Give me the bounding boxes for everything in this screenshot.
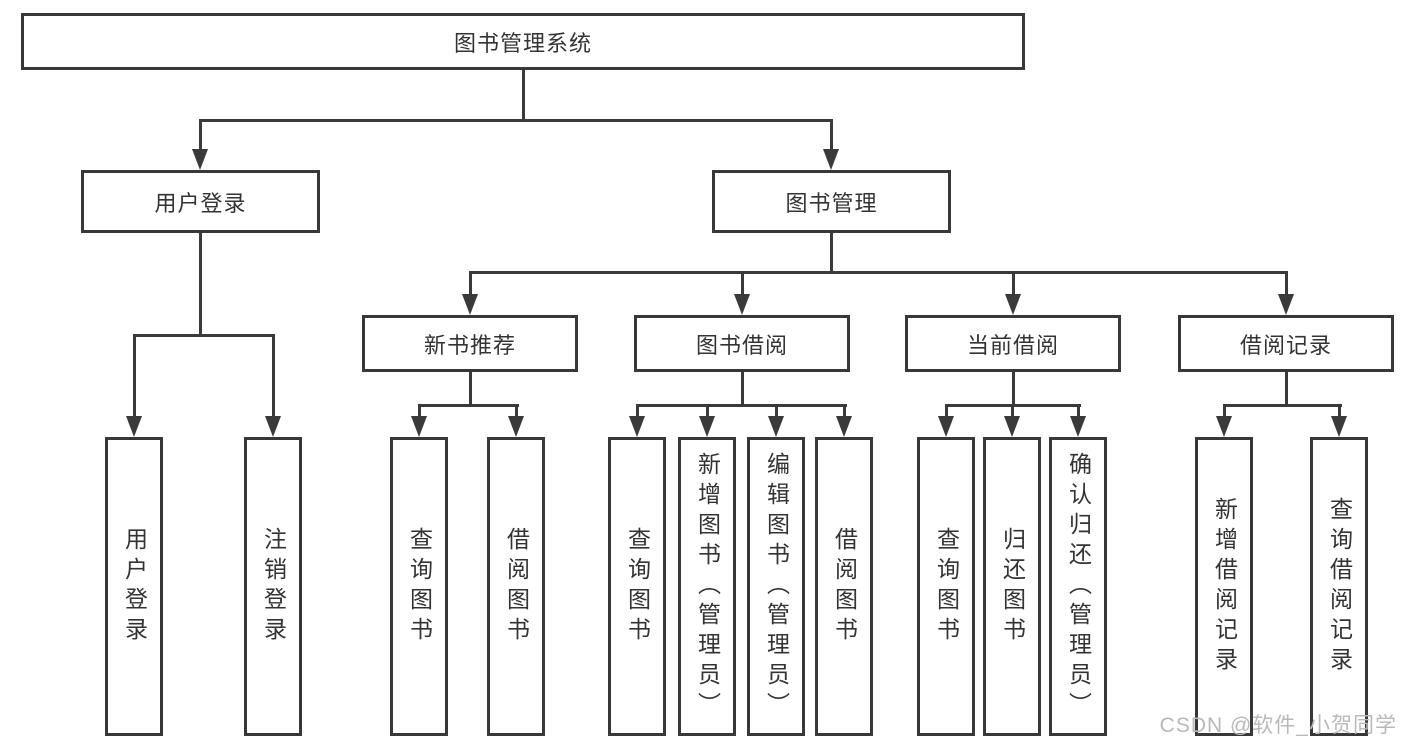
- node-book-management: 图书管理: [712, 170, 951, 233]
- connector-line: [1285, 372, 1288, 407]
- node-leaf-label: 新增图书（管理员）: [694, 451, 721, 722]
- node-leaf-user-login: 用户登录: [105, 437, 163, 736]
- node-leaf-query-borrow-record: 查询借阅记录: [1310, 437, 1368, 736]
- connector-line: [1012, 372, 1015, 407]
- arrow-down-icon: [823, 149, 839, 170]
- arrow-down-icon: [699, 416, 715, 437]
- node-leaf-label: 编辑图书（管理员）: [763, 451, 790, 722]
- connector-line: [272, 334, 275, 420]
- node-current-borrow: 当前借阅: [905, 315, 1121, 372]
- connector-line: [945, 404, 948, 420]
- node-leaf-label: 借阅图书: [503, 526, 530, 647]
- node-leaf-return-books: 归还图书: [983, 437, 1041, 736]
- node-user-login-label: 用户登录: [154, 190, 247, 216]
- connector-line: [133, 334, 136, 420]
- node-leaf-confirm-return-admin: 确认归还（管理员）: [1049, 437, 1107, 736]
- node-root: 图书管理系统: [21, 13, 1025, 70]
- arrow-down-icon: [462, 294, 478, 315]
- node-leaf-label: 归还图书: [999, 526, 1026, 647]
- connector-line: [741, 372, 744, 407]
- node-leaf-label: 借阅图书: [831, 526, 858, 647]
- connector-bar: [1223, 404, 1342, 407]
- connector-line: [741, 271, 744, 299]
- node-leaf-query-books-2: 查询图书: [608, 437, 666, 736]
- node-leaf-borrow-books-1: 借阅图书: [487, 437, 545, 736]
- connector-line: [706, 404, 709, 420]
- node-new-book-recommend: 新书推荐: [362, 315, 578, 372]
- node-leaf-label: 查询借阅记录: [1326, 496, 1353, 677]
- node-book-borrow: 图书借阅: [634, 315, 850, 372]
- connector-line: [843, 404, 846, 420]
- node-user-login: 用户登录: [81, 170, 320, 233]
- connector-line: [1338, 404, 1341, 420]
- node-current-borrow-label: 当前借阅: [966, 332, 1059, 358]
- connector-line: [1011, 404, 1014, 420]
- connector-line: [515, 404, 518, 420]
- node-leaf-query-books-3: 查询图书: [917, 437, 975, 736]
- connector-line: [522, 70, 525, 122]
- connector-line: [636, 404, 639, 420]
- node-leaf-label: 用户登录: [121, 526, 148, 647]
- connector-line: [1077, 404, 1080, 420]
- connector-line: [1285, 271, 1288, 299]
- connector-line: [1012, 271, 1015, 299]
- arrow-down-icon: [1278, 294, 1294, 315]
- arrow-down-icon: [265, 416, 281, 437]
- csdn-watermark: CSDN @软件_小贺同学: [1159, 714, 1397, 737]
- connector-line: [418, 404, 421, 420]
- arrow-down-icon: [734, 294, 750, 315]
- arrow-down-icon: [938, 416, 954, 437]
- connector-line: [830, 233, 833, 274]
- node-leaf-label: 查询图书: [624, 526, 651, 647]
- node-borrow-records: 借阅记录: [1178, 315, 1394, 372]
- node-book-management-label: 图书管理: [785, 190, 878, 216]
- node-new-book-recommend-label: 新书推荐: [423, 332, 516, 358]
- node-leaf-logout: 注销登录: [244, 437, 302, 736]
- node-root-label: 图书管理系统: [453, 30, 592, 56]
- arrow-down-icon: [768, 416, 784, 437]
- node-leaf-label: 注销登录: [260, 526, 287, 647]
- arrow-down-icon: [1004, 416, 1020, 437]
- node-leaf-add-borrow-record: 新增借阅记录: [1195, 437, 1253, 736]
- node-leaf-label: 查询图书: [933, 526, 960, 647]
- arrow-down-icon: [836, 416, 852, 437]
- arrow-down-icon: [1070, 416, 1086, 437]
- connector-line: [1223, 404, 1226, 420]
- connector-line: [199, 119, 202, 153]
- arrow-down-icon: [192, 149, 208, 170]
- connector-line: [469, 372, 472, 407]
- node-leaf-add-books-admin: 新增图书（管理员）: [678, 437, 736, 736]
- arrow-down-icon: [411, 416, 427, 437]
- connector-line: [469, 271, 472, 299]
- arrow-down-icon: [1005, 294, 1021, 315]
- node-leaf-borrow-books-2: 借阅图书: [815, 437, 873, 736]
- node-leaf-label: 查询图书: [406, 526, 433, 647]
- arrow-down-icon: [1216, 416, 1232, 437]
- connector-line: [199, 233, 202, 337]
- node-leaf-label: 新增借阅记录: [1211, 496, 1238, 677]
- arrow-down-icon: [508, 416, 524, 437]
- node-leaf-edit-books-admin: 编辑图书（管理员）: [747, 437, 805, 736]
- connector-bar: [418, 404, 519, 407]
- connector-bar: [469, 271, 1288, 274]
- node-leaf-query-books-1: 查询图书: [390, 437, 448, 736]
- connector-bar: [133, 334, 275, 337]
- connector-bar: [199, 119, 833, 122]
- connector-line: [775, 404, 778, 420]
- connector-bar: [636, 404, 847, 407]
- arrow-down-icon: [629, 416, 645, 437]
- arrow-down-icon: [1331, 416, 1347, 437]
- connector-line: [830, 119, 833, 153]
- node-book-borrow-label: 图书借阅: [695, 332, 788, 358]
- node-borrow-records-label: 借阅记录: [1239, 332, 1332, 358]
- node-leaf-label: 确认归还（管理员）: [1065, 451, 1092, 722]
- arrow-down-icon: [126, 416, 142, 437]
